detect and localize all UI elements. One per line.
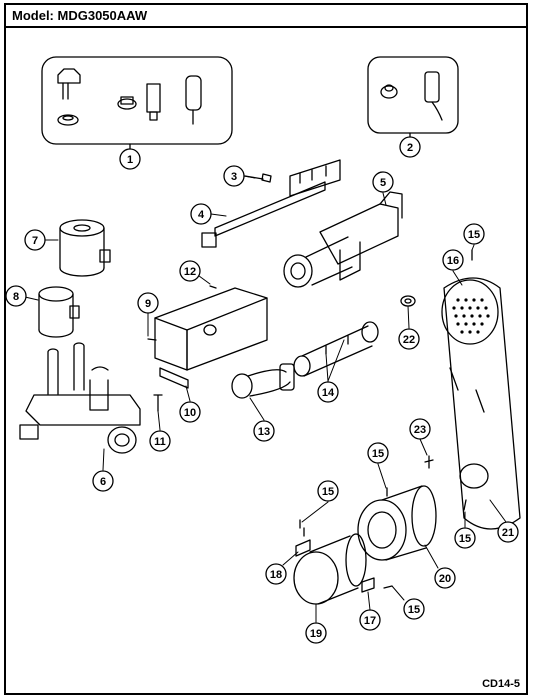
- callout-21: 21: [497, 521, 519, 543]
- bracket-4: [201, 159, 341, 248]
- svg-text:1: 1: [127, 154, 133, 166]
- svg-text:7: 7: [32, 235, 38, 247]
- kit-1-box: [41, 56, 233, 145]
- coil-7: [59, 219, 111, 277]
- svg-text:10: 10: [184, 407, 196, 419]
- callout-17: 17: [359, 609, 381, 631]
- kit-2-box: [367, 56, 459, 134]
- screw-15d: [463, 499, 467, 511]
- burner-assembly-5: [283, 191, 403, 288]
- svg-text:19: 19: [310, 628, 322, 640]
- callout-1: 1: [119, 148, 141, 170]
- page-frame: [4, 3, 528, 695]
- callout-2: 2: [399, 136, 421, 158]
- page-code: CD14-5: [482, 678, 520, 690]
- svg-text:4: 4: [198, 209, 205, 221]
- tube-14: [293, 321, 379, 377]
- callout-12: 12: [179, 260, 201, 282]
- callout-15-e: 15: [403, 598, 425, 620]
- svg-text:15: 15: [459, 533, 471, 545]
- svg-text:5: 5: [380, 177, 386, 189]
- callout-13: 13: [253, 420, 275, 442]
- callout-7: 7: [24, 229, 46, 251]
- callout-15-c: 15: [317, 480, 339, 502]
- svg-text:23: 23: [414, 424, 426, 436]
- cylinder-19: [293, 533, 367, 605]
- callout-14: 14: [317, 381, 339, 403]
- callout-23: 23: [409, 418, 431, 440]
- svg-text:21: 21: [502, 527, 514, 539]
- cover-plate-16: [441, 277, 521, 530]
- model-label: Model:: [12, 8, 54, 23]
- callout-4: 4: [190, 203, 212, 225]
- svg-text:16: 16: [447, 255, 459, 267]
- burner-housing-20: [357, 485, 437, 561]
- screw-15e: [383, 585, 393, 589]
- gas-valve-6: [19, 342, 141, 454]
- svg-text:22: 22: [403, 334, 415, 346]
- callout-10: 10: [179, 401, 201, 423]
- screw-12: [209, 285, 217, 289]
- callout-6: 6: [92, 470, 114, 492]
- svg-text:15: 15: [322, 486, 334, 498]
- callout-11: 11: [149, 430, 171, 452]
- callout-15-b: 15: [367, 442, 389, 464]
- svg-text:20: 20: [439, 573, 451, 585]
- elbow-13: [231, 363, 295, 399]
- callout-8: 8: [5, 285, 27, 307]
- header-divider: [4, 26, 528, 28]
- mounting-bracket-10: [154, 287, 268, 389]
- model-title: Model: MDG3050AAW: [12, 8, 147, 23]
- leader-lines: [24, 175, 507, 623]
- svg-text:11: 11: [154, 436, 166, 448]
- coil-8: [38, 286, 80, 338]
- svg-text:17: 17: [364, 615, 376, 627]
- svg-text:3: 3: [231, 171, 237, 183]
- callout-20: 20: [434, 567, 456, 589]
- callout-15-d: 15: [454, 527, 476, 549]
- svg-text:12: 12: [184, 266, 196, 278]
- callout-5: 5: [372, 171, 394, 193]
- callout-15-a: 15: [463, 223, 485, 245]
- clip-17: [361, 577, 375, 593]
- callout-16: 16: [442, 249, 464, 271]
- callout-18: 18: [265, 563, 287, 585]
- screw-9: [147, 338, 157, 341]
- bracket-18: [295, 527, 311, 557]
- svg-text:6: 6: [100, 476, 106, 488]
- screw-11: [153, 394, 163, 412]
- svg-text:8: 8: [13, 291, 19, 303]
- svg-text:14: 14: [322, 387, 335, 399]
- svg-text:18: 18: [270, 569, 282, 581]
- kit-1-parts: [57, 68, 202, 126]
- svg-text:15: 15: [372, 448, 384, 460]
- svg-text:15: 15: [408, 604, 420, 616]
- callouts: 1 2 3 4 5 6 7 8 9 10 11 12 13 14 15 15 1…: [5, 136, 519, 644]
- cover-plate-perforations: [452, 298, 490, 334]
- callout-19: 19: [305, 622, 327, 644]
- callout-9: 9: [137, 292, 159, 314]
- callout-3: 3: [223, 165, 245, 187]
- kit-2-parts: [380, 71, 443, 121]
- grommet-22: [400, 295, 416, 307]
- svg-text:15: 15: [468, 229, 480, 241]
- svg-text:2: 2: [407, 142, 413, 154]
- callout-22: 22: [398, 328, 420, 350]
- svg-text:13: 13: [258, 426, 270, 438]
- screw-23: [424, 455, 434, 469]
- svg-text:9: 9: [145, 298, 151, 310]
- model-number: MDG3050AAW: [57, 8, 148, 23]
